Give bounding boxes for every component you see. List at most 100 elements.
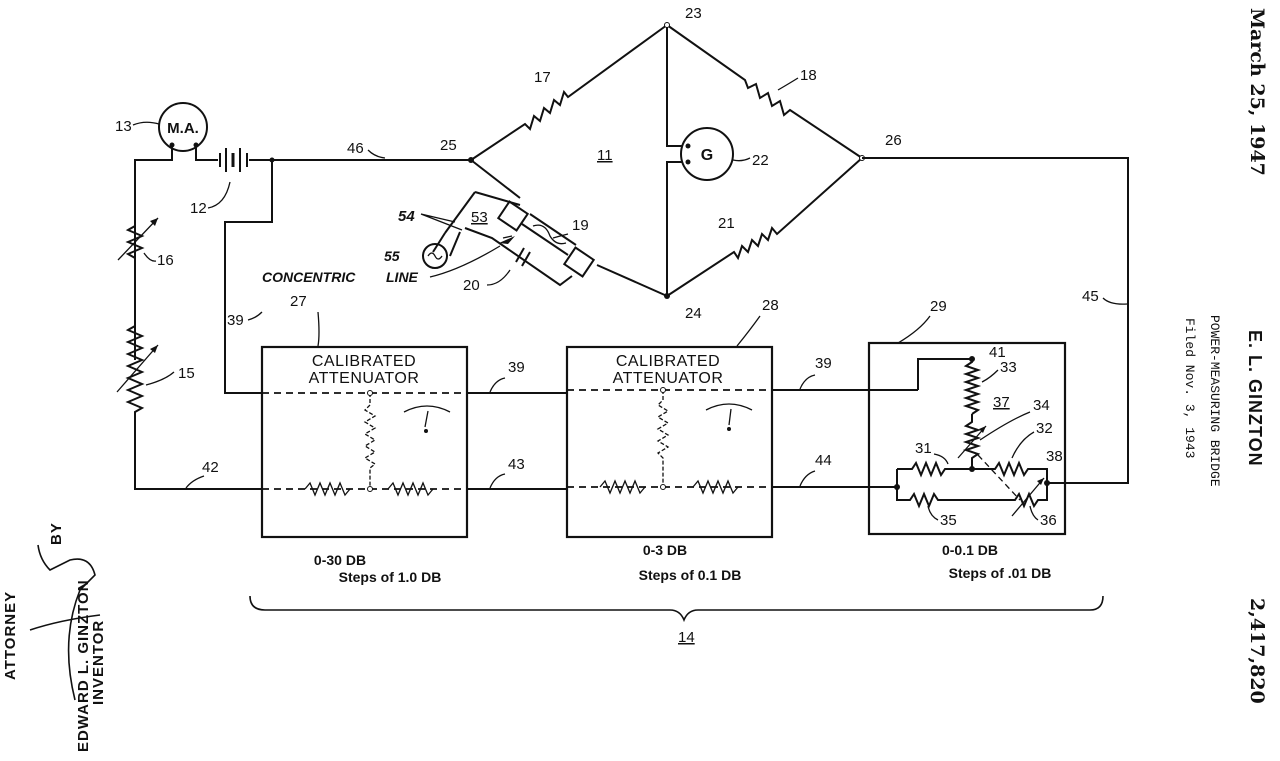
leader-16: [143, 252, 157, 262]
inventor-name: EDWARD L. GINZTON: [75, 579, 92, 752]
attenuator-28-title: CALIBRATED: [616, 353, 720, 370]
ref-43: 43: [508, 456, 525, 473]
leader-19: [552, 233, 569, 239]
line-word: LINE: [386, 269, 419, 285]
issue-date: March 25, 1947: [1246, 8, 1268, 176]
leader-28: [736, 315, 761, 347]
node-23: [664, 22, 670, 28]
galvanometer-terminal: [685, 159, 691, 165]
leader-44: [799, 470, 816, 487]
leader-39a: [247, 311, 263, 321]
leader-22: [732, 157, 751, 162]
ref-42: 42: [202, 459, 219, 476]
attenuator-27-box: [260, 345, 469, 539]
leader-42: [185, 475, 205, 489]
leader-13: [132, 121, 160, 126]
wire-meter-battery: [195, 145, 218, 161]
inventor-label: INVENTOR: [90, 619, 107, 705]
wire-galvanometer-24: [666, 161, 683, 296]
wire-39-left: [224, 160, 273, 394]
leader-18: [777, 77, 799, 91]
node-24: [664, 293, 670, 299]
arrowhead-probe: [499, 236, 515, 244]
galvanometer-symbol: [680, 127, 734, 181]
attenuator-28-range: 0-3 DB: [643, 542, 687, 558]
ref-31: 31: [915, 440, 932, 457]
ref-25: 25: [440, 137, 457, 154]
ref-15: 15: [178, 365, 195, 382]
attenuator-27-range: 0-30 DB: [314, 552, 366, 568]
ref-38: 38: [1046, 448, 1063, 465]
ref-41: 41: [989, 344, 1006, 361]
arrowhead-36: [1037, 478, 1044, 485]
brace-14: [249, 595, 1104, 623]
junction-dot: [1044, 480, 1050, 486]
resistor-33: [962, 359, 982, 415]
ref-33: 33: [1000, 359, 1017, 376]
resistor-17: [470, 24, 668, 161]
leader-43: [489, 473, 506, 489]
milliammeter-symbol: [158, 102, 208, 152]
ref-44: 44: [815, 452, 832, 469]
leader-35: [927, 505, 939, 521]
probe-arrow: [502, 235, 513, 239]
ref-11: 11: [597, 147, 613, 164]
ref-35: 35: [940, 512, 957, 529]
galvanometer-label: G: [701, 147, 713, 164]
ref-19: 19: [572, 217, 589, 234]
leader-34: [979, 411, 1031, 441]
by-label: BY: [48, 522, 65, 545]
ref-16: 16: [157, 252, 174, 269]
ref-27: 27: [290, 293, 307, 310]
patent-number: 2,417,820: [1246, 598, 1268, 704]
series-resistor-28b: [692, 479, 739, 495]
node-dot: [660, 484, 666, 490]
leader-15: [145, 371, 175, 386]
ref-28: 28: [762, 297, 779, 314]
wire-23-galvanometer: [666, 25, 683, 147]
ref-53: 53: [471, 209, 488, 226]
node-dot: [367, 390, 373, 396]
patent-title: POWER-MEASURING BRIDGE: [1207, 315, 1222, 487]
arrowhead-16: [150, 218, 158, 226]
ref-46: 46: [347, 140, 364, 157]
node-dot: [660, 387, 666, 393]
ref-14: 14: [678, 629, 695, 646]
resistor-34: [962, 414, 982, 469]
attorney-signature: [29, 544, 101, 701]
resistor-21: [666, 157, 863, 297]
variable-arrow-15: [116, 344, 159, 393]
leader-line: [429, 245, 501, 278]
ref-12: 12: [190, 200, 207, 217]
variable-resistor-16: [125, 220, 145, 320]
ref-55: 55: [384, 248, 400, 264]
battery-symbol: [219, 148, 248, 172]
leader-54: [420, 213, 463, 231]
leader-46: [367, 149, 386, 159]
variable-arrow-36: [1011, 477, 1045, 517]
attenuator-27-subtitle: ATTENUATOR: [309, 370, 420, 387]
ref-36: 36: [1040, 512, 1057, 529]
leader-39c: [799, 374, 816, 390]
attenuator-28-subtitle: ATTENUATOR: [613, 370, 724, 387]
attenuator-28-steps: Steps of 0.1 DB: [639, 567, 742, 583]
leader-31: [933, 453, 949, 465]
concentric-line-assembly: [432, 192, 596, 287]
attenuator-27-steps: Steps of 1.0 DB: [339, 569, 442, 585]
series-resistor-27b: [387, 481, 434, 497]
ganged-link: [977, 454, 1021, 501]
ref-32: 32: [1036, 420, 1053, 437]
ref-13: 13: [115, 118, 132, 135]
dial-icon: [705, 403, 753, 431]
attenuator-29-steps: Steps of .01 DB: [949, 565, 1052, 581]
resistor-18: [666, 24, 863, 159]
wire-to-41: [917, 358, 972, 390]
attenuator-29-box: [867, 341, 1067, 536]
ref-24: 24: [685, 305, 702, 322]
capacitor-20: [515, 247, 531, 267]
arrowhead-37: [979, 426, 986, 433]
galvanometer-terminal: [685, 143, 691, 149]
ref-39a: 39: [227, 312, 244, 329]
leader-33: [981, 369, 999, 383]
ref-18: 18: [800, 67, 817, 84]
